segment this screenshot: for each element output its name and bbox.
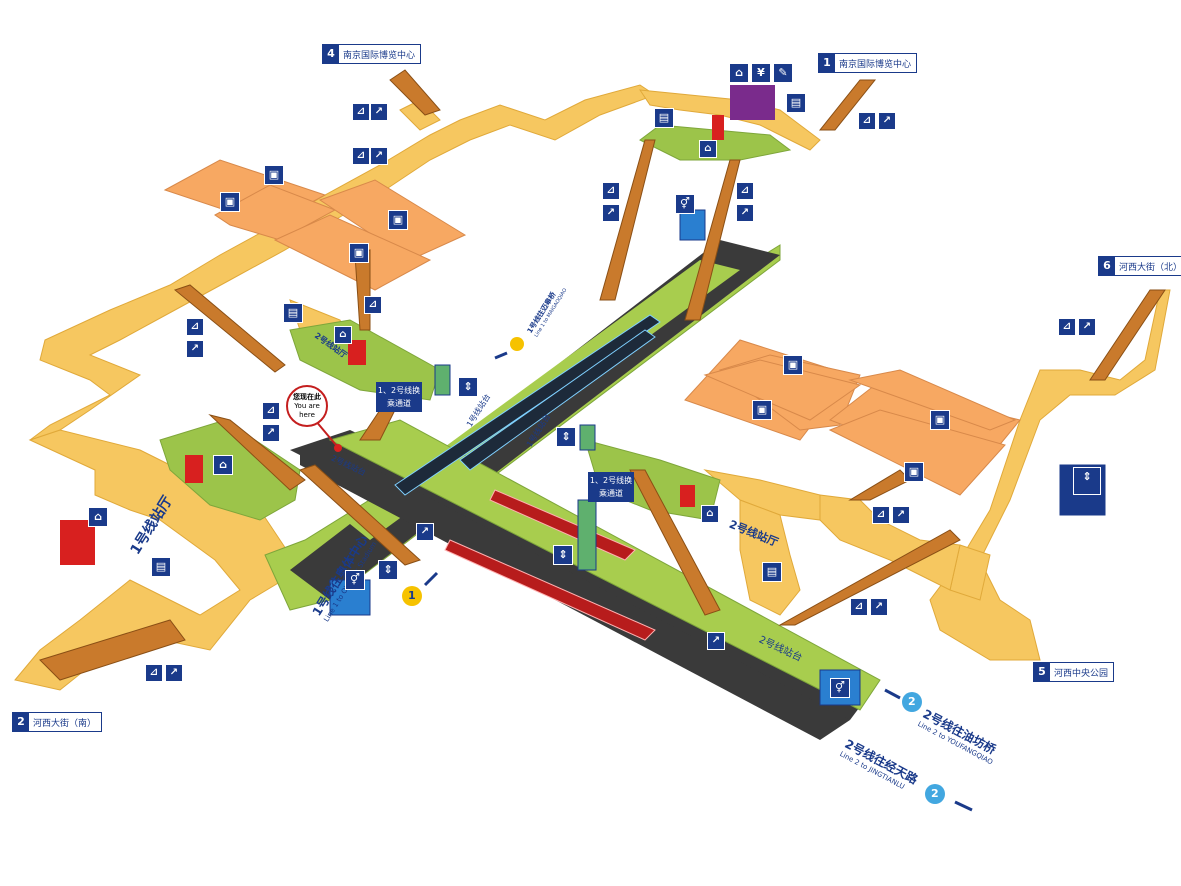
shop-icon: ▣ (388, 210, 408, 230)
elevator-icon: ⇕ (378, 560, 398, 580)
service-center-icon: ⌂ (213, 455, 233, 475)
escalator-icon: ↗ (892, 506, 910, 524)
stairs-icon: ⊿ (145, 664, 163, 682)
direction-arrows (423, 351, 973, 812)
atm-icon: ✎ (773, 63, 793, 83)
you-are-here-pointer (314, 419, 337, 446)
transfer-passage-lower: 1、2号线换乘通道 (588, 472, 634, 502)
stairs-icon: ⊿ (858, 112, 876, 130)
service-center-icon: ⌂ (88, 507, 108, 527)
exit-6-number: 6 (1099, 257, 1115, 275)
ticket-machine-icon: ▤ (762, 562, 782, 582)
toilet-icon: ⚥ (830, 678, 850, 698)
ticket-machine-icon: ▤ (151, 557, 171, 577)
line1-badge-number: 1 (408, 589, 416, 602)
stairs-icon: ⊿ (352, 147, 370, 165)
line2-badge-number-b: 2 (931, 787, 939, 800)
ticket-machine-icon: ▤ (654, 108, 674, 128)
you-are-here-en: You are here (294, 402, 320, 419)
stairs-icon: ⊿ (352, 103, 370, 121)
shop-icon: ▣ (930, 410, 950, 430)
exit-2-label: 2 河西大街（南） (12, 712, 103, 732)
trains (394, 314, 661, 641)
service-center-icon: ⌂ (699, 140, 717, 158)
exit-5-label: 5 河西中央公园 (1033, 662, 1115, 682)
stairs-icon: ⊿ (364, 296, 382, 314)
escalator-icon: ↗ (602, 204, 620, 222)
stairs-icon: ⊿ (872, 506, 890, 524)
exit-5-number: 5 (1034, 663, 1050, 681)
exit-6-name: 河西大街（北） (1119, 262, 1181, 273)
service-center-icon: ⌂ (701, 505, 719, 523)
service-center-icon: ⌂ (334, 326, 352, 344)
escalator-icon: ↗ (165, 664, 183, 682)
line2-badge-number-a: 2 (908, 695, 916, 708)
escalator-icon: ↗ (707, 632, 725, 650)
exit-1-label: 1 南京国际博览中心 (818, 53, 918, 73)
escalator-icon: ↗ (736, 204, 754, 222)
shop-icon: ▣ (783, 355, 803, 375)
stairs-icon: ⊿ (1058, 318, 1076, 336)
shop-icon: ▣ (220, 192, 240, 212)
exit-2-name: 河西大街（南） (33, 718, 97, 729)
shop-icon: ▣ (264, 165, 284, 185)
exit-6-label: 6 河西大街（北） (1098, 256, 1181, 276)
escalator-icon: ↗ (878, 112, 896, 130)
ticket-machine-icon: ▤ (786, 93, 806, 113)
shop-icon: ▣ (752, 400, 772, 420)
ticket-machines (60, 85, 775, 565)
shop-icon: ▣ (349, 243, 369, 263)
escalator-icon: ↗ (870, 598, 888, 616)
stairs-icon: ⊿ (736, 182, 754, 200)
exit-4-name: 南京国际博览中心 (343, 50, 416, 61)
transfer-passage-upper: 1、2号线换乘通道 (376, 382, 422, 412)
elevator-icon: ⇕ (556, 427, 576, 447)
exit-4-number: 4 (323, 45, 339, 63)
you-are-here-cn: 您现在此 (293, 393, 321, 401)
currency-icon: ¥ (751, 63, 771, 83)
you-are-here-dot (334, 444, 342, 452)
shop-blocks (163, 159, 1021, 496)
exit-1-number: 1 (819, 54, 835, 72)
exit-5-name: 河西中央公园 (1054, 668, 1109, 679)
escalator-icon: ↗ (370, 147, 388, 165)
elevator-icon: ⇕ (553, 545, 573, 565)
elevator-icon: ⇕ (1073, 467, 1101, 495)
escalator-icon: ↗ (370, 103, 388, 121)
service-center-icon: ⌂ (729, 63, 749, 83)
escalator-icon: ↗ (262, 424, 280, 442)
stairs-icon: ⊿ (850, 598, 868, 616)
exit-4-label: 4 南京国际博览中心 (322, 44, 422, 64)
ticket-machine-icon: ▤ (283, 303, 303, 323)
toilet-icon: ⚥ (675, 194, 695, 214)
escalator-icon: ↗ (1078, 318, 1096, 336)
stairs-icon: ⊿ (602, 182, 620, 200)
you-are-here-marker: 您现在此 You are here (286, 385, 328, 427)
exit-1-name: 南京国际博览中心 (839, 59, 912, 70)
escalator-icon: ↗ (186, 340, 204, 358)
elevator-icon: ⇕ (458, 377, 478, 397)
stairs-icon: ⊿ (262, 402, 280, 420)
stairs-icon: ⊿ (186, 318, 204, 336)
exit-2-number: 2 (13, 713, 29, 731)
line-badges (402, 337, 945, 804)
escalator-icon: ↗ (416, 523, 434, 541)
shop-icon: ▣ (904, 462, 924, 482)
toilet-icon: ⚥ (345, 570, 365, 590)
